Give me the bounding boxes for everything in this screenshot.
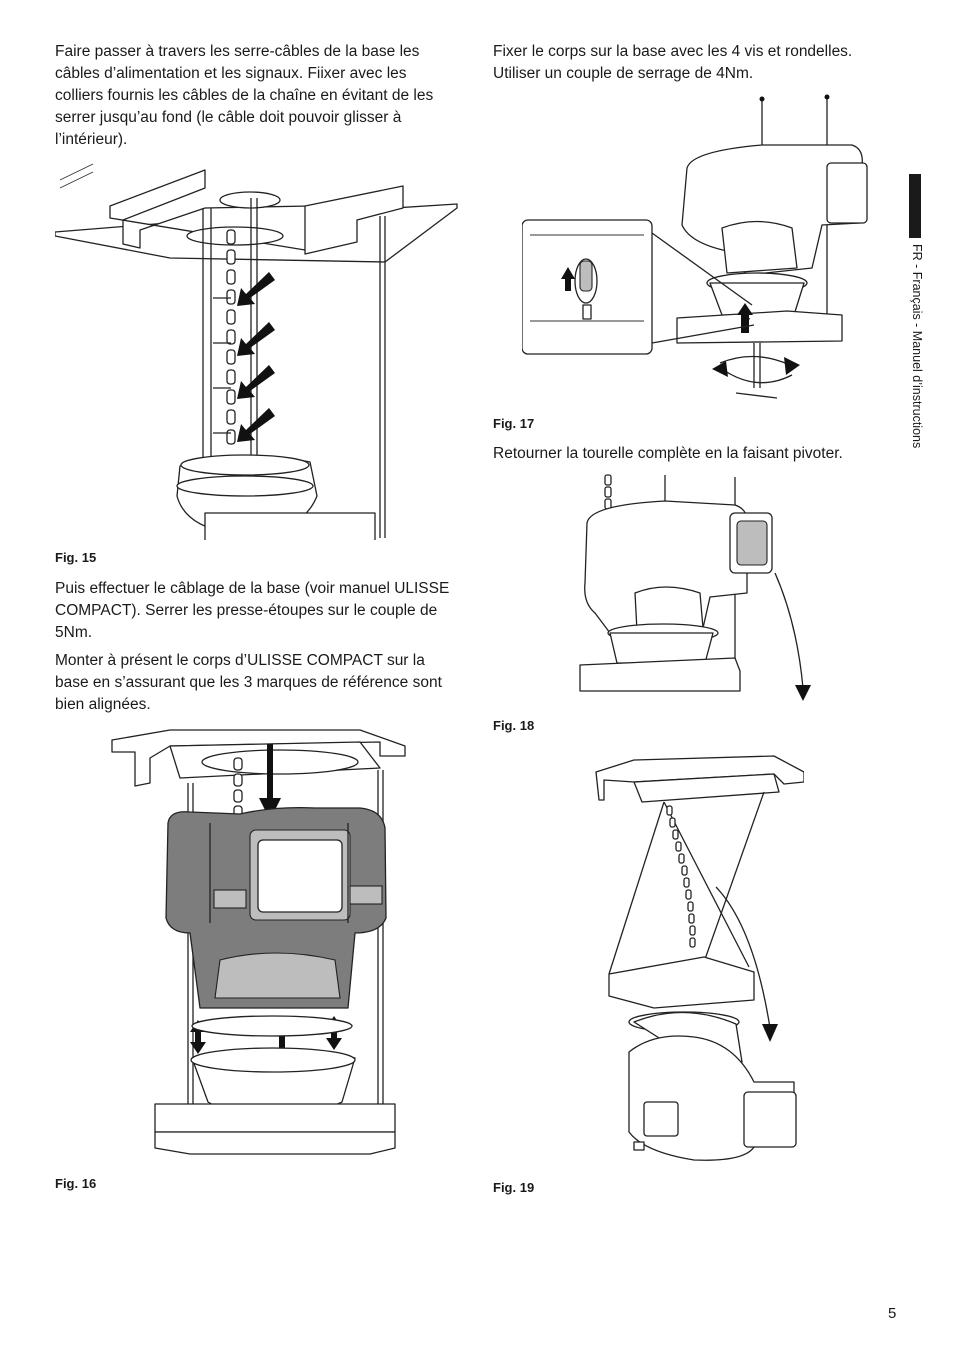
wiring-paragraph: Puis effectuer le câblage de la base (vo… <box>55 580 450 641</box>
figure-19-illustration <box>594 752 804 1168</box>
figure-17-illustration <box>522 93 872 405</box>
figure-16-caption: Fig. 16 <box>55 1176 97 1191</box>
intro-paragraph: Faire passer à travers les serre-câbles … <box>55 43 434 148</box>
language-tab-marker <box>909 174 921 238</box>
figure-17-caption: Fig. 17 <box>493 416 535 431</box>
figure-19-caption: Fig. 19 <box>493 1180 535 1195</box>
rotate-paragraph: Retourner la tourelle complète en la fai… <box>493 445 843 462</box>
figure-18-caption: Fig. 18 <box>493 718 535 733</box>
figure-18-illustration <box>575 473 815 705</box>
mounting-paragraph: Monter à présent le corps d’ULISSE COMPA… <box>55 652 442 713</box>
figure-16-illustration <box>110 728 410 1164</box>
page-number: 5 <box>888 1305 897 1322</box>
language-tab-label: FR - Français - Manuel d’instructions <box>910 244 924 449</box>
fastening-paragraph: Fixer le corps sur la base avec les 4 vi… <box>493 43 853 82</box>
figure-15-illustration <box>55 158 460 540</box>
figure-15-caption: Fig. 15 <box>55 550 97 565</box>
